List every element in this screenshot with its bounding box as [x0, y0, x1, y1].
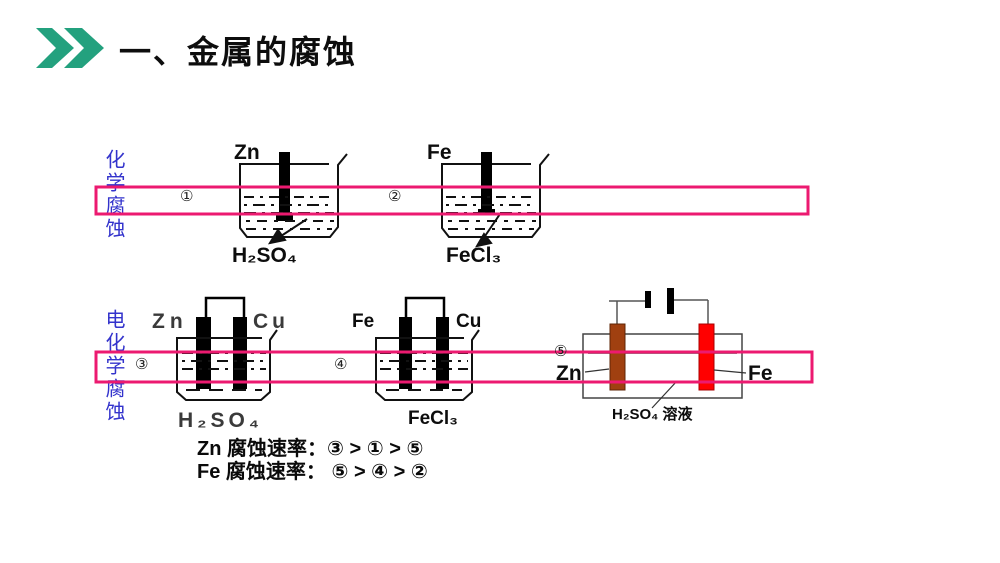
beaker-outline — [441, 153, 550, 238]
container-outline — [582, 333, 743, 399]
diagram-4-fecu-cell: Fe Cu FeCl₃ — [352, 296, 481, 429]
diagram3-right-electrode-label: Cu — [253, 310, 289, 333]
diagram5-solution-label: H₂SO₄ 溶液 — [612, 405, 693, 423]
diagram-2-fe-chemical: Fe FeCl₃ — [427, 141, 550, 267]
connecting-wire — [404, 296, 446, 318]
double-chevron-icon — [36, 28, 104, 68]
electrode-tip — [276, 215, 293, 221]
marker-4: ④ — [334, 355, 348, 373]
solution-pointer-arrow — [474, 213, 501, 248]
fe-electrode — [698, 323, 715, 391]
diagram2-metal-label: Fe — [427, 141, 452, 164]
fe-callout-line — [713, 369, 747, 374]
fe-corrosion-rate-line: Fe 腐蚀速率： ⑤ > ④ > ② — [197, 461, 428, 483]
zn-corrosion-rate-line: Zn 腐蚀速率：③ > ① > ⑤ — [197, 438, 424, 460]
diagram-5-znfe-cell: Zn Fe H₂SO₄ 溶液 — [556, 288, 773, 423]
switch-contact-right — [667, 288, 674, 314]
diagram-1-zn-chemical: Zn H₂SO₄ — [232, 141, 348, 267]
marker-2: ② — [388, 187, 402, 205]
corrosion-rate-conclusions: Zn 腐蚀速率：③ > ① > ⑤ Fe 腐蚀速率： ⑤ > ④ > ② — [197, 438, 428, 484]
beaker-outline — [176, 329, 278, 401]
electrode-tip — [478, 209, 495, 215]
zn-electrode — [609, 323, 626, 391]
page-title: 一、金属的腐蚀 — [119, 34, 358, 70]
marker-3: ③ — [135, 355, 149, 373]
diagram1-solution-label: H₂SO₄ — [232, 244, 297, 267]
diagram4-left-electrode-label: Fe — [352, 311, 374, 332]
beaker-outline — [239, 153, 348, 238]
chevron-left-icon — [36, 28, 74, 68]
diagram3-solution-label: H₂SO₄ — [178, 409, 263, 432]
diagram2-solution-label: FeCl₃ — [446, 244, 501, 267]
label-electrochemical-corrosion: 电化学腐蚀 — [102, 309, 124, 424]
solution-callout-line — [651, 380, 678, 409]
liquid-dashes — [182, 352, 266, 391]
chevron-right-icon — [64, 28, 104, 68]
solution-pointer-arrow — [267, 218, 308, 245]
highlight-box-chemical-row — [94, 185, 810, 216]
label-chemical-corrosion: 化学腐蚀 — [102, 149, 124, 241]
beaker-outline — [375, 329, 480, 401]
marker-1: ① — [180, 187, 194, 205]
connecting-wire — [204, 296, 246, 318]
diagram-3-zncu-cell: Zn Cu H₂SO₄ — [152, 296, 289, 432]
liquid-dashes — [380, 352, 468, 391]
switch-contact-left — [645, 291, 651, 308]
fe-electrode — [481, 152, 492, 215]
diagram4-solution-label: FeCl₃ — [408, 408, 458, 429]
diagram1-metal-label: Zn — [234, 141, 260, 164]
diagram5-right-electrode-label: Fe — [748, 362, 773, 385]
diagram3-left-electrode-label: Zn — [152, 310, 188, 333]
circuit-wires — [609, 299, 709, 324]
diagram5-left-electrode-label: Zn — [556, 362, 582, 385]
diagram4-right-electrode-label: Cu — [456, 311, 481, 332]
highlight-box-electrochemical-row — [94, 350, 814, 384]
marker-5: ⑤ — [554, 342, 568, 360]
zn-callout-line — [584, 368, 610, 373]
